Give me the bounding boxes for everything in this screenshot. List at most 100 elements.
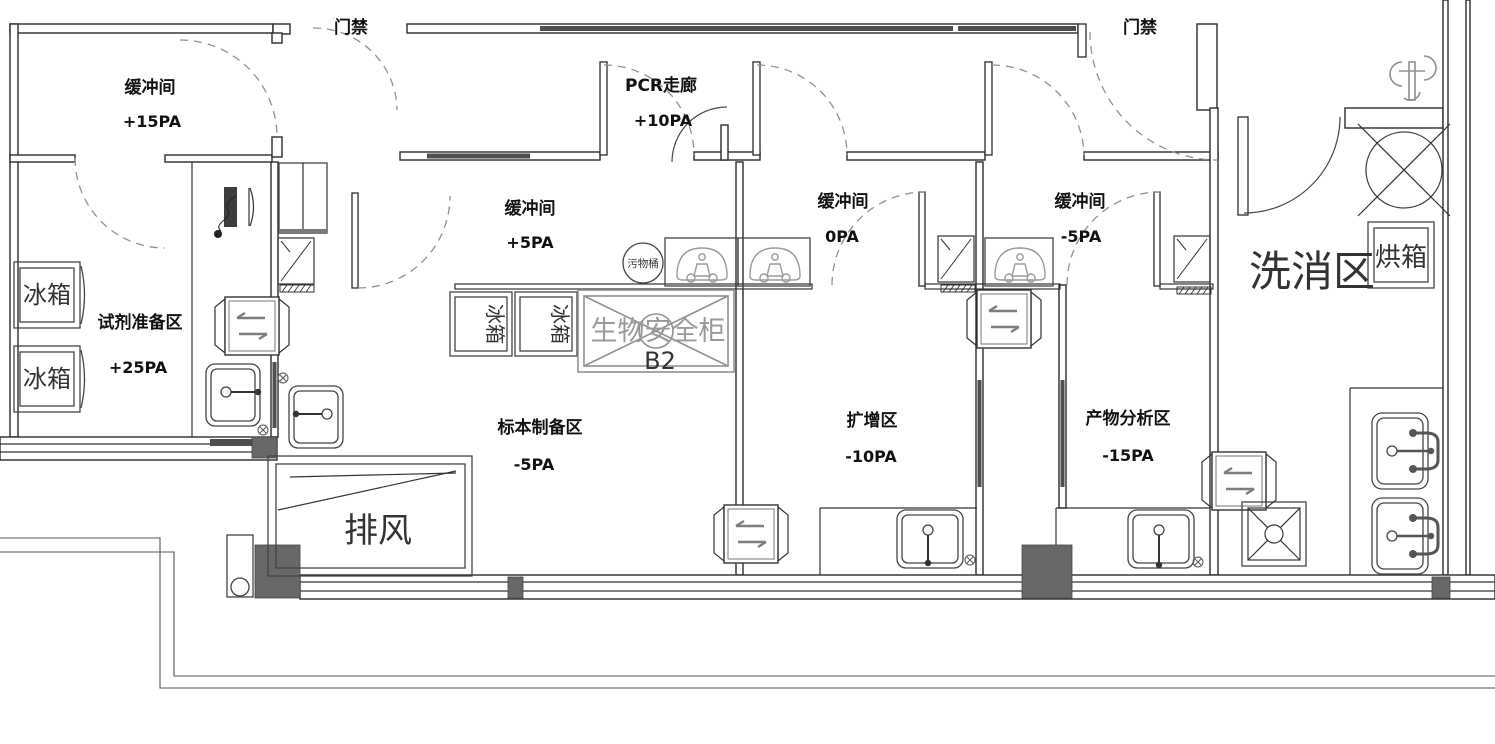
room-amplification-name: 扩增区 — [847, 410, 898, 431]
exhaust-unit: 排风 — [267, 455, 473, 577]
louver-window-1 — [277, 237, 315, 285]
column-1 — [251, 436, 278, 459]
room-buffer-entry-name: 缓冲间 — [125, 77, 176, 98]
room-specimen-name: 标本制备区 — [498, 417, 583, 438]
wall-glazing-reagent — [272, 362, 277, 428]
top-wall-glazing-1 — [540, 26, 953, 31]
top-right-corner-stub — [1196, 23, 1218, 111]
corridor-small-door-arc — [671, 106, 728, 163]
pipe-chase-box — [226, 534, 254, 598]
bench-line-specimen — [454, 283, 813, 290]
room-labels: 门禁 门禁 缓冲间 +15PA PCR走廊 +10PA 缓冲间 +5PA 缓冲间… — [98, 17, 1376, 474]
entry-corridor-wall-b — [271, 136, 283, 158]
sink-3 — [896, 509, 976, 569]
biosafety-cabinet-label: 生物安全柜 — [591, 316, 726, 347]
room-specimen-pressure: -5PA — [514, 455, 555, 474]
pipe-riser — [230, 577, 250, 597]
corridor-wall-4 — [1083, 151, 1219, 161]
wall-cabinet — [278, 162, 328, 234]
valve-icon — [257, 424, 269, 436]
bottom-window-band — [299, 574, 1495, 600]
oven-label: 烘箱 — [1375, 243, 1427, 273]
room-buffer-entry-pressure: +15PA — [123, 112, 182, 131]
specimen-door-arc — [357, 195, 451, 289]
analysis-door-leaf — [1153, 191, 1161, 287]
louver-sill-3 — [1176, 286, 1212, 295]
biosafety-cabinet: 生物安全柜 B2 — [577, 289, 735, 375]
buffer-5pa-door-arc — [603, 64, 695, 156]
wall-glazing-analysis — [1060, 380, 1065, 487]
washing-door-leaf — [1237, 116, 1249, 216]
fridge-2: 冰箱 — [13, 345, 86, 413]
monitor-icon — [249, 187, 255, 227]
basin-symbol-3 — [994, 247, 1046, 283]
bench-basins — [664, 237, 1054, 287]
louver-sill-1 — [279, 284, 315, 293]
window-bands — [0, 436, 1495, 600]
amplification-door-arc — [831, 191, 926, 286]
fridge-1: 冰箱 — [13, 261, 86, 329]
room-buffer-specimen-pressure: +5PA — [506, 233, 554, 252]
sink-2 — [277, 372, 344, 449]
waste-bin-label: 污物桶 — [627, 257, 659, 270]
access-control-left-label: 门禁 — [334, 17, 368, 38]
room-reagent-pressure: +25PA — [109, 358, 168, 377]
room-buffer-amp-name: 缓冲间 — [818, 191, 869, 212]
analysis-door-arc — [1066, 191, 1161, 286]
wall-glazing-amplification — [977, 380, 982, 487]
biosafety-class-label: B2 — [644, 347, 676, 375]
computer-workstation — [214, 187, 255, 238]
exhaust-label: 排风 — [344, 511, 412, 551]
room-corridor-name: PCR走廊 — [625, 75, 697, 96]
partition-entry-b — [164, 154, 273, 163]
column-5 — [1431, 576, 1451, 599]
room-amplification-pressure: -10PA — [845, 447, 897, 466]
entry-door-arc-left — [179, 39, 278, 138]
fan-symbol — [1357, 123, 1451, 217]
bench-fridge-1: 冰箱 — [449, 291, 513, 357]
pass-box-4 — [1200, 450, 1278, 512]
amplification-door-leaf — [918, 191, 926, 287]
access-control-right-label: 门禁 — [1123, 17, 1157, 38]
floor-drain — [1241, 501, 1307, 567]
buffer-minus5-door-leaf — [984, 61, 993, 156]
room-washing-name: 洗消区 — [1249, 247, 1375, 296]
basin-symbol-1 — [676, 247, 728, 283]
louver-window-2 — [937, 235, 975, 283]
room-buffer-analysis-name: 缓冲间 — [1055, 191, 1106, 212]
corridor-east-door-arc — [1089, 31, 1219, 161]
buffer-5pa-door-leaf — [599, 61, 608, 156]
entry-corridor-wall-a — [271, 32, 283, 44]
keyboard-icon — [224, 187, 237, 227]
room-corridor-pressure: +10PA — [634, 111, 693, 130]
room-buffer-analysis-pressure: -5PA — [1061, 227, 1102, 246]
bench-fridge-2: 冰箱 — [514, 291, 578, 357]
corridor-window — [427, 153, 530, 159]
sink-4 — [1127, 509, 1204, 569]
washing-door-arc — [1243, 116, 1341, 214]
wall-amplification-analysis — [975, 161, 984, 576]
reagent-door-arc — [74, 157, 166, 249]
fridge-1-label: 冰箱 — [23, 281, 71, 309]
room-reagent-name: 试剂准备区 — [98, 312, 183, 333]
bench-fridge-1-label: 冰箱 — [483, 304, 507, 344]
room-buffer-specimen-name: 缓冲间 — [505, 198, 556, 219]
entry-door-arc-right — [312, 27, 398, 111]
pass-box-2 — [712, 503, 790, 565]
buffer-0pa-door-leaf — [752, 61, 761, 156]
valve-icon — [277, 372, 289, 384]
exterior-boundary — [0, 537, 1495, 689]
right-wall-inner — [1442, 0, 1449, 576]
specimen-door-leaf — [351, 192, 359, 289]
buffer-minus5-door-arc — [991, 64, 1085, 156]
sink-6 — [1371, 497, 1440, 575]
mouse-cable — [218, 194, 237, 232]
valve-icon — [1192, 556, 1204, 568]
waste-bin: 污物桶 — [622, 242, 664, 284]
partition-entry-a — [9, 154, 76, 163]
room-analysis-name: 产物分析区 — [1086, 408, 1171, 429]
valve-icon — [964, 554, 976, 566]
room-buffer-amp-pressure: 0PA — [825, 227, 859, 246]
